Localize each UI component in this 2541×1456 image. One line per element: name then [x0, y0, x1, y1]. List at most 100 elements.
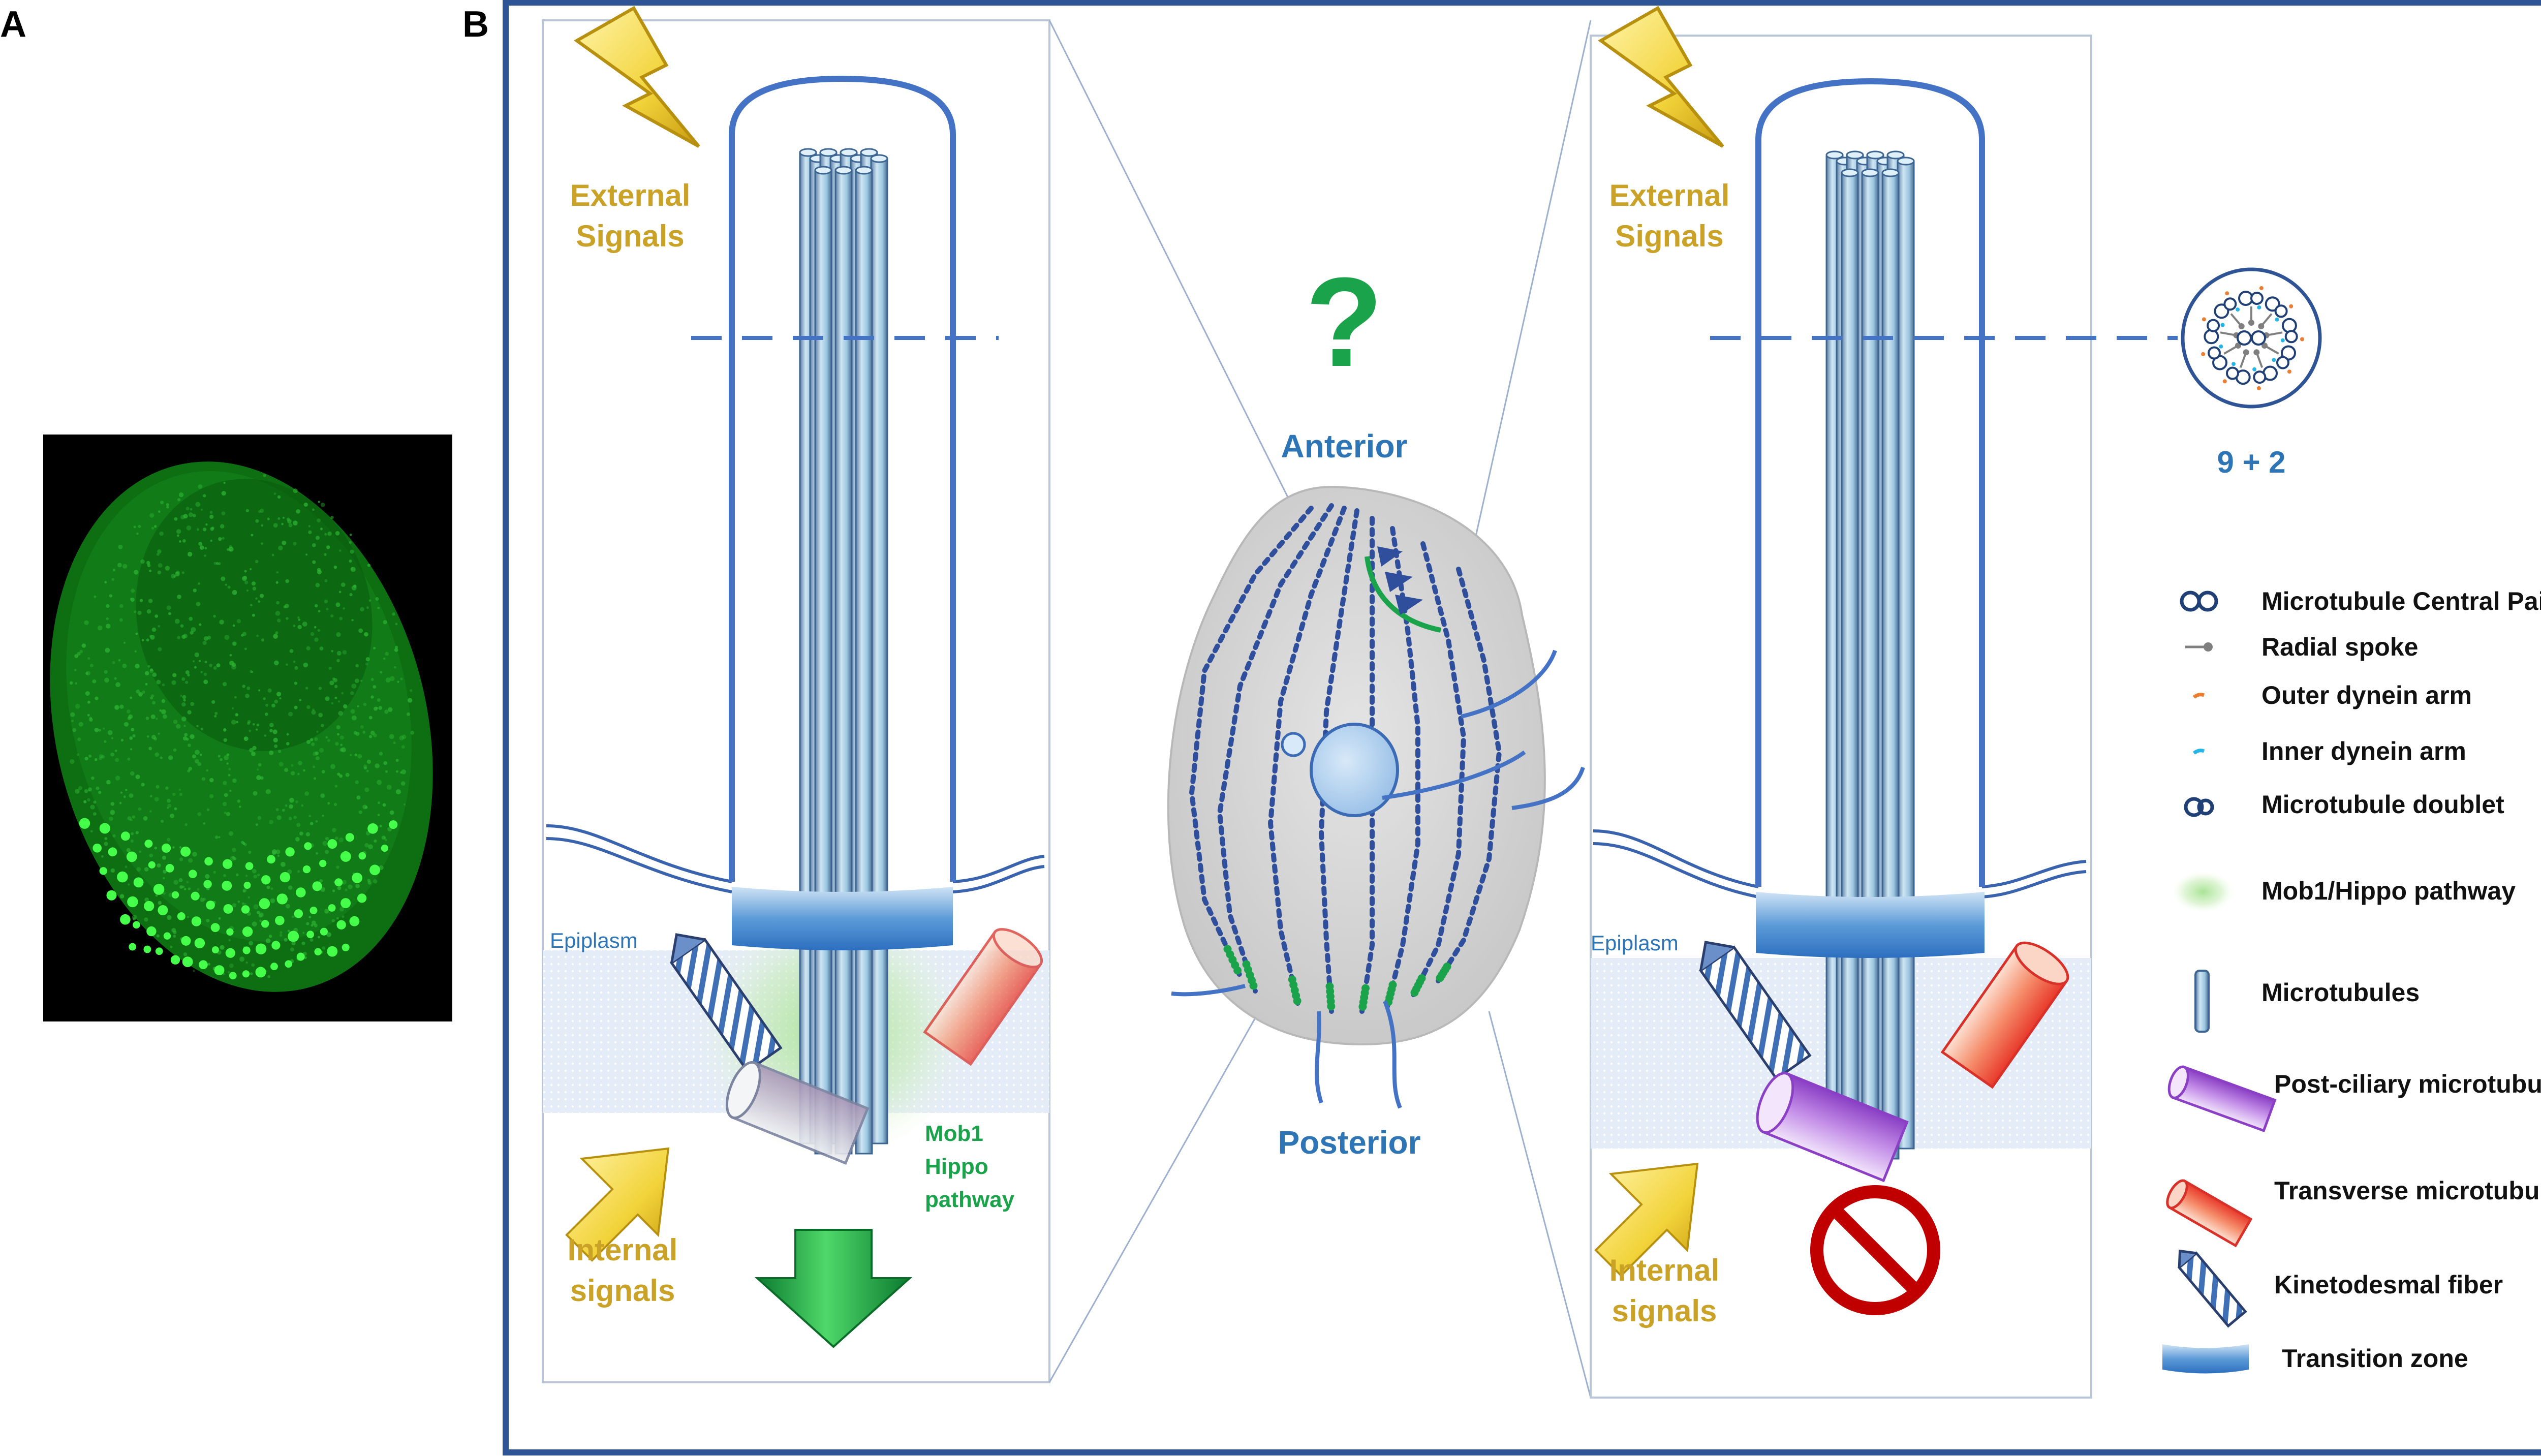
speckle: [385, 652, 389, 656]
speckle: [285, 804, 288, 807]
speckle: [181, 702, 186, 707]
kinety-row: [1267, 506, 1347, 1009]
epiplasm-label: Epiplasm: [550, 928, 638, 952]
speckle: [379, 752, 383, 756]
speckle: [184, 823, 188, 826]
speckle: [270, 887, 273, 890]
speckle: [381, 835, 386, 840]
speckle: [336, 917, 339, 920]
doublet-b: [2226, 366, 2239, 380]
speckle: [218, 537, 222, 541]
outer-dynein-arm: [2289, 304, 2294, 308]
speckle: [157, 549, 162, 554]
basal-body-spot: [242, 946, 251, 954]
speckle: [342, 880, 347, 885]
speckle: [351, 684, 357, 689]
speckle: [114, 750, 117, 752]
speckle: [187, 673, 190, 677]
speckle: [154, 525, 157, 528]
speckle: [276, 571, 279, 574]
speckle: [326, 545, 330, 549]
basal-body-spot: [191, 916, 202, 926]
speckle: [88, 754, 92, 758]
speckle: [104, 677, 109, 683]
speckle: [99, 757, 102, 760]
speckle: [394, 666, 396, 669]
speckle: [288, 817, 292, 821]
speckle: [192, 852, 197, 857]
speckle: [158, 625, 161, 628]
speckle: [229, 545, 232, 549]
speckle: [341, 582, 346, 587]
speckle: [183, 952, 188, 956]
speckle: [141, 783, 145, 787]
speckle: [349, 560, 352, 563]
basal-body-spot: [171, 891, 179, 899]
speckle: [176, 724, 181, 729]
oral-membranelle: [1395, 595, 1423, 615]
speckle: [339, 907, 345, 912]
speckle: [176, 529, 181, 534]
cross-section-label: 9 + 2: [2217, 445, 2285, 479]
speckle: [315, 820, 318, 823]
speckle: [131, 832, 134, 835]
speckle: [200, 671, 203, 673]
speckle: [186, 525, 192, 531]
speckle: [286, 733, 289, 736]
speckle: [264, 734, 267, 737]
external-signals-line1: External: [1609, 178, 1730, 212]
speckle: [200, 727, 204, 731]
speckle: [349, 534, 352, 536]
basal-body-spot: [389, 820, 398, 829]
speckle: [146, 561, 150, 565]
speckle: [329, 680, 334, 686]
speckle: [88, 787, 92, 792]
speckle: [301, 941, 305, 945]
basal-body-spot: [306, 931, 314, 939]
speckle: [305, 553, 308, 556]
speckle: [144, 917, 148, 922]
speckle: [303, 662, 308, 668]
speckle: [259, 912, 264, 917]
speckle: [259, 919, 262, 922]
speckle: [149, 668, 153, 672]
speckle: [322, 815, 324, 817]
speckle: [407, 712, 410, 716]
speckle: [312, 560, 316, 564]
transition-zone: [732, 887, 953, 950]
speckle: [174, 807, 177, 811]
basal-body-spot: [144, 840, 153, 848]
speckle: [227, 585, 231, 589]
speckle: [278, 762, 284, 767]
outer-dynein-arm: [2300, 337, 2304, 342]
speckle: [107, 730, 113, 735]
speckle: [388, 707, 393, 712]
microtubule: [814, 169, 832, 1155]
speckle: [200, 753, 202, 756]
speckle: [194, 652, 200, 658]
speckle: [135, 632, 138, 635]
speckle: [166, 506, 169, 509]
speckle: [303, 502, 308, 507]
speckle: [291, 915, 295, 918]
speckle: [123, 795, 126, 798]
speckle: [273, 634, 278, 639]
doublet-b: [2250, 292, 2264, 305]
outer-dynein-arm: [2201, 352, 2206, 356]
basal-body-spot: [129, 943, 137, 951]
speckle: [182, 539, 186, 543]
speckle: [145, 717, 149, 720]
speckle: [185, 680, 189, 684]
speckle: [177, 595, 181, 599]
speckle: [158, 647, 162, 652]
mob1-label-line2: Hippo: [925, 1154, 988, 1179]
posterior-basal-body: [1242, 960, 1251, 969]
speckle: [222, 537, 225, 540]
speckle: [387, 827, 392, 831]
speckle: [257, 874, 260, 877]
speckle: [330, 516, 334, 519]
speckle: [141, 639, 144, 641]
speckle: [147, 665, 150, 668]
speckle: [74, 654, 79, 658]
speckle: [255, 519, 259, 523]
